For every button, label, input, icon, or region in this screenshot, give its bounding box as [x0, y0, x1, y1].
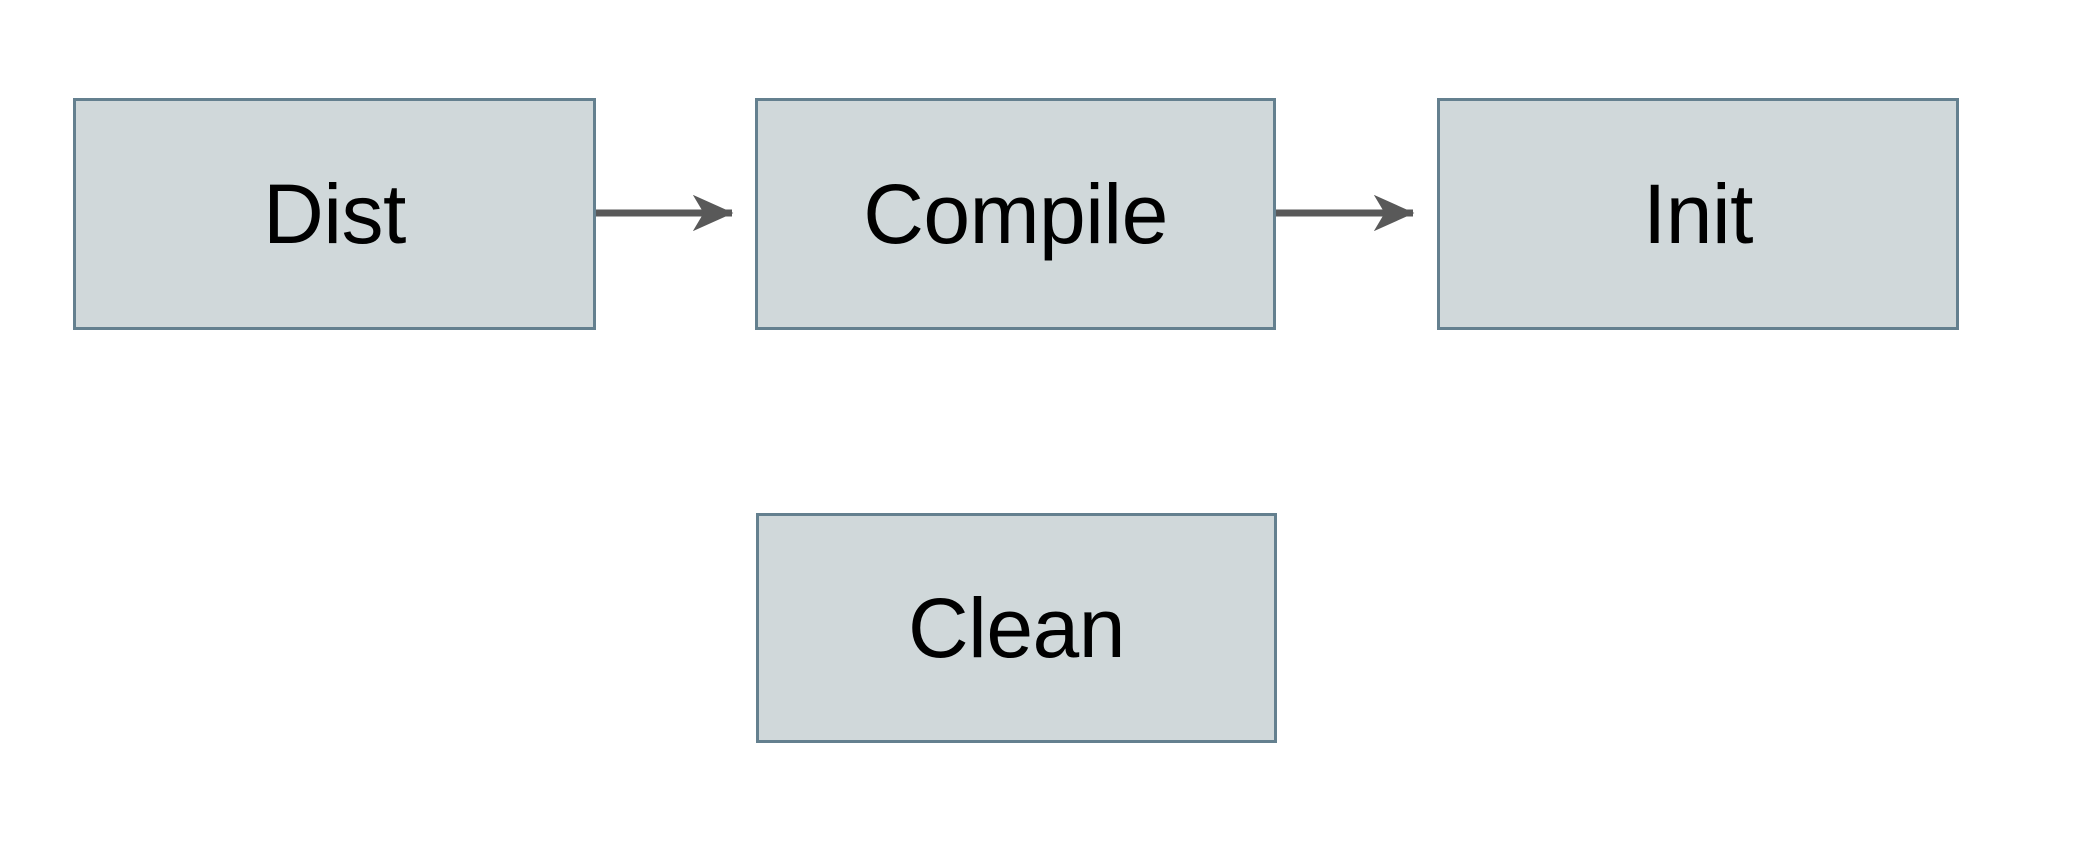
node-clean-label: Clean — [908, 581, 1125, 675]
node-clean[interactable]: Clean — [756, 513, 1277, 743]
node-compile[interactable]: Compile — [755, 98, 1276, 330]
node-init-label: Init — [1642, 167, 1754, 261]
node-init[interactable]: Init — [1437, 98, 1959, 330]
node-compile-label: Compile — [863, 167, 1168, 261]
node-dist-label: Dist — [263, 167, 406, 261]
node-dist[interactable]: Dist — [73, 98, 596, 330]
